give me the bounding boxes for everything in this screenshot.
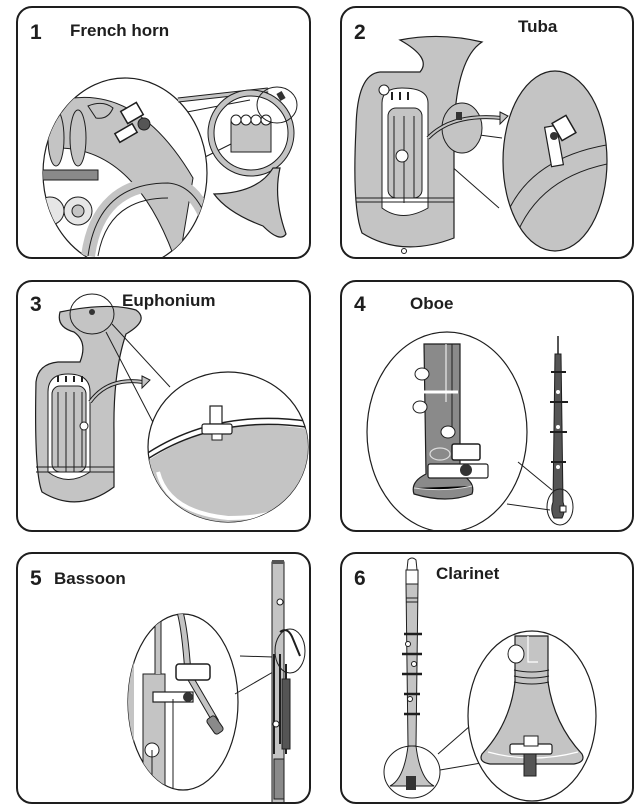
panel-number: 1 xyxy=(30,21,42,44)
panel-number: 2 xyxy=(354,21,366,44)
magnifier-detail xyxy=(502,70,608,252)
panel-title: Clarinet xyxy=(436,564,500,583)
panel-number: 4 xyxy=(354,293,366,316)
callout-line xyxy=(234,671,274,695)
callout-line xyxy=(506,503,551,511)
callout-line xyxy=(105,331,159,433)
french-horn-body xyxy=(177,86,298,238)
callout-line xyxy=(239,655,274,658)
panel-tuba: 2 Tuba xyxy=(340,6,634,259)
magnifier-detail xyxy=(127,613,239,791)
panel-clarinet: 6 Clarinet xyxy=(340,552,634,804)
clarinet-illustration xyxy=(383,557,597,802)
euphonium-body xyxy=(35,293,151,503)
tuba-body xyxy=(354,35,509,254)
panel-title: Oboe xyxy=(410,294,454,313)
panel-number: 3 xyxy=(30,293,42,316)
euphonium-illustration xyxy=(35,293,309,523)
panel-number: 6 xyxy=(354,567,366,590)
magnifier-detail xyxy=(42,77,208,257)
callout-line xyxy=(517,461,553,491)
panel-french-horn: 1 French horn xyxy=(16,6,311,259)
panel-title: Tuba xyxy=(518,17,558,36)
bassoon-illustration xyxy=(127,560,306,802)
panel-title: Euphonium xyxy=(122,291,216,310)
panel-oboe: 4 Oboe xyxy=(340,280,634,532)
magnifier-detail xyxy=(366,331,528,530)
callout-line xyxy=(437,725,471,755)
magnifier-detail xyxy=(147,371,309,523)
oboe-illustration xyxy=(366,331,574,530)
panel-title: French horn xyxy=(70,21,170,40)
tuba-illustration xyxy=(354,35,608,254)
magnifier-detail xyxy=(467,630,597,802)
panel-number: 5 xyxy=(30,567,42,590)
oboe-body xyxy=(546,336,574,526)
panel-bassoon: 5 Bassoon xyxy=(16,552,311,804)
french-horn-illustration xyxy=(42,77,298,257)
bassoon-body xyxy=(271,560,306,802)
panel-euphonium: 3 Euphonium xyxy=(16,280,311,532)
panel-title: Bassoon xyxy=(54,569,126,588)
callout-line xyxy=(111,323,171,388)
clarinet-body xyxy=(383,557,441,799)
